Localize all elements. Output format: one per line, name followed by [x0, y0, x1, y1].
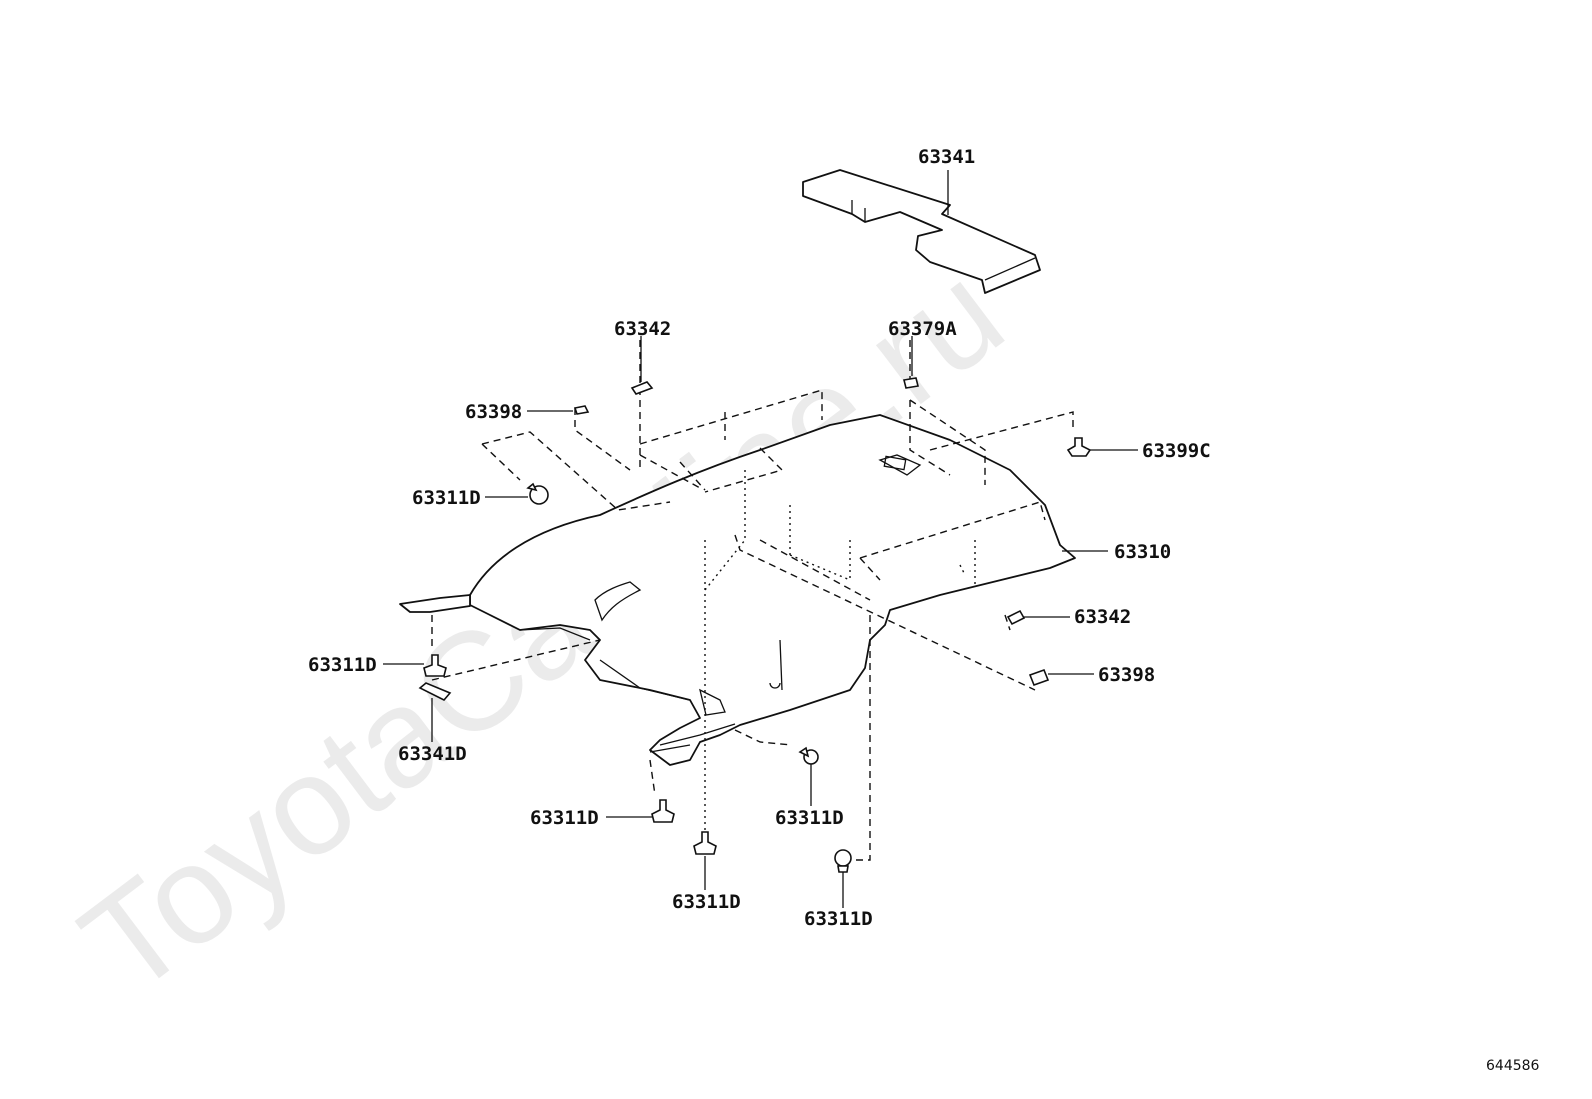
label-63398-right: 63398: [1098, 664, 1155, 686]
pad-63398-top: [573, 405, 590, 415]
clip-63311D-f: [834, 849, 852, 873]
assembly-guides: [431, 340, 1074, 861]
label-63398-top: 63398: [465, 401, 522, 423]
clip-63342-right: [1006, 609, 1026, 626]
clip-63399C: [1066, 437, 1092, 457]
figure-id: 644586: [1486, 1058, 1540, 1074]
clip-63311D-d: [693, 831, 717, 855]
headliner-63310: [399, 414, 1076, 766]
clip-63379A: [903, 377, 919, 389]
clip-63342-top: [630, 381, 654, 395]
label-63311D-d: 63311D: [672, 891, 741, 913]
label-63342-top: 63342: [614, 318, 671, 340]
label-63311D-c: 63311D: [530, 807, 599, 829]
label-63341: 63341: [918, 146, 975, 168]
label-63311D-f: 63311D: [804, 908, 873, 930]
label-63399C: 63399C: [1142, 440, 1211, 462]
clip-63311D-a: [526, 482, 549, 505]
label-63310: 63310: [1114, 541, 1171, 563]
label-63311D-e: 63311D: [775, 807, 844, 829]
pad-63341: [802, 169, 1041, 294]
label-63311D-a: 63311D: [412, 487, 481, 509]
label-63341D: 63341D: [398, 743, 467, 765]
dotted-guides: [704, 470, 976, 830]
pad-63341D: [418, 682, 452, 701]
pad-63398-right: [1028, 668, 1050, 687]
label-63379A: 63379A: [888, 318, 957, 340]
clip-63311D-e: [798, 746, 819, 765]
label-63311D-b: 63311D: [308, 654, 377, 676]
label-63342-right: 63342: [1074, 606, 1131, 628]
clip-63311D-b: [423, 654, 447, 677]
clip-63311D-c: [651, 799, 675, 823]
